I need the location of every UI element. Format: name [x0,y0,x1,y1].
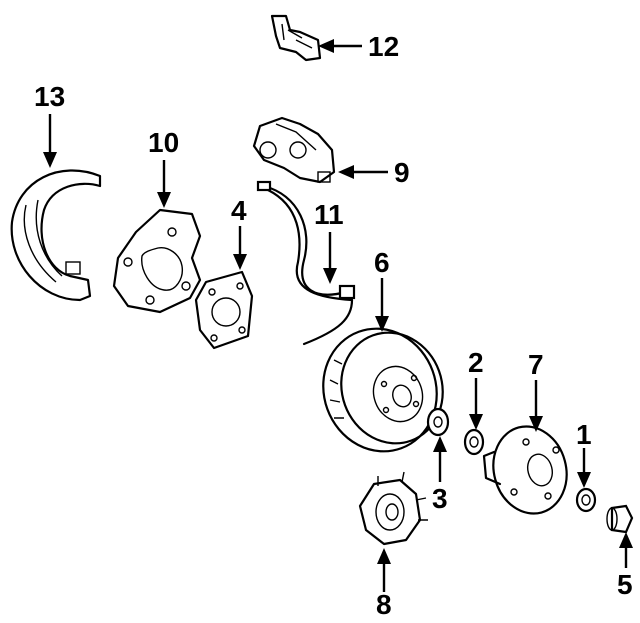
part-8-hub-assembly [358,471,428,546]
callout-4: 4 [231,195,247,226]
callout-7: 7 [528,349,544,380]
callout-13: 13 [34,81,65,112]
callout-2: 2 [468,347,484,378]
callout-8: 8 [376,589,392,620]
part-10-backing-plate [112,208,202,314]
part-3-inner-bearing [426,407,450,437]
part-2-bearing-race [463,428,485,456]
leader-lines [43,39,633,592]
callout-10: 10 [148,127,179,158]
part-4-gasket [194,270,254,350]
callout-3: 3 [432,483,448,514]
part-1-outer-bearing [575,487,597,513]
part-13-dust-shield [10,169,102,302]
part-11-brake-hose [256,180,356,346]
callout-5: 5 [617,569,633,600]
callout-6: 6 [374,247,390,278]
callout-labels: 12 13 10 4 9 11 6 2 7 1 3 8 5 [34,31,633,620]
callout-1: 1 [576,419,592,450]
callout-12: 12 [368,31,399,62]
callout-9: 9 [394,157,410,188]
callout-11: 11 [314,199,344,230]
part-6-rotor [322,327,444,453]
part-9-caliper [252,116,336,184]
part-5-dust-cap [606,504,634,534]
part-12-bracket [270,14,322,62]
part-7-hub [482,425,568,515]
